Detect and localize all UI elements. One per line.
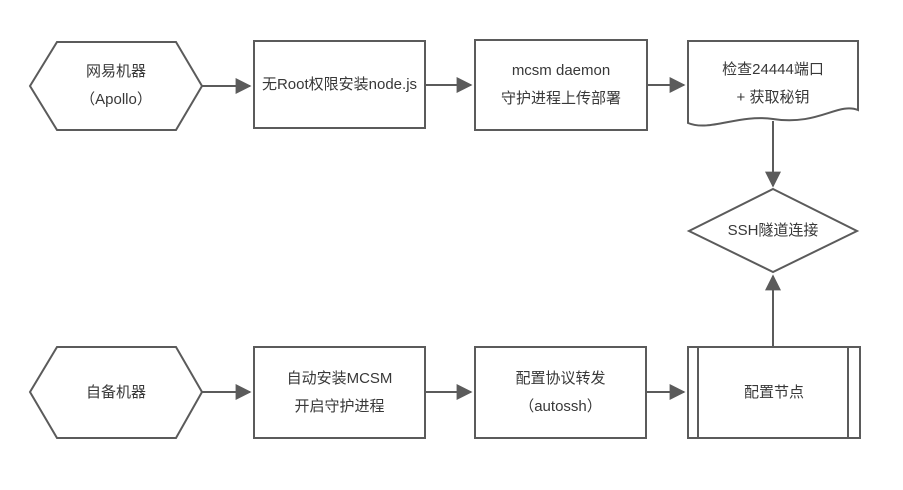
node-config-node[interactable] <box>687 346 861 439</box>
node-mcsm-daemon[interactable] <box>474 39 648 131</box>
node-check-port[interactable] <box>687 40 859 127</box>
node-ssh-tunnel[interactable] <box>686 187 860 274</box>
node-own-machine[interactable] <box>28 346 204 439</box>
node-install-mcsm[interactable] <box>253 346 426 439</box>
node-apollo[interactable] <box>28 41 204 131</box>
node-install-node[interactable] <box>253 40 426 129</box>
node-protocol-forward[interactable] <box>474 346 647 439</box>
